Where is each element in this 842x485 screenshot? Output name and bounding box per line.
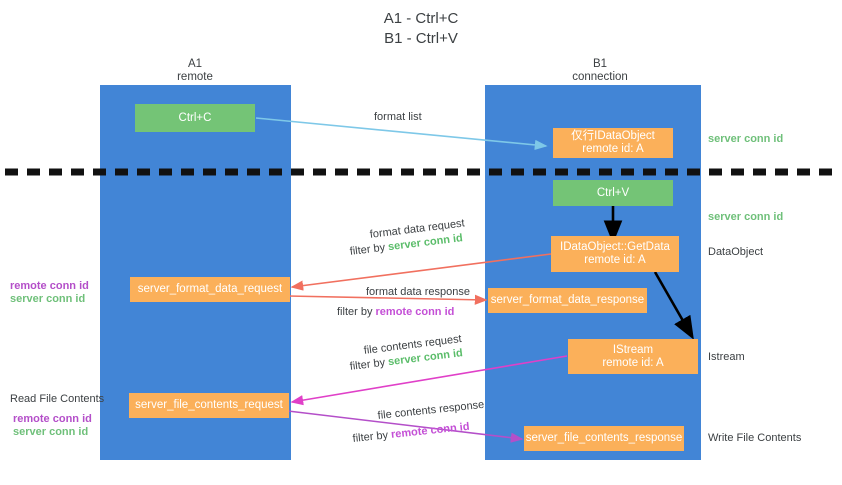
right-label-write-file-contents: Write File Contents (708, 432, 802, 444)
edge-label-format-list: format list (374, 111, 422, 123)
box-idataobject-getdata[interactable]: IDataObject::GetData remote id: A (551, 236, 679, 272)
left-label-remote-conn-id-2: remote conn id (13, 413, 92, 425)
box-ctrl-v[interactable]: Ctrl+V (553, 180, 673, 206)
box-server-file-contents-response[interactable]: server_file_contents_response (524, 426, 684, 451)
edge-label-format-data-response: format data response (366, 286, 470, 298)
page-title: A1 - Ctrl+C B1 - Ctrl+V (383, 10, 459, 47)
box-server-format-data-response[interactable]: server_format_data_response (488, 288, 647, 313)
box-idataobject-top[interactable]: 仅行IDataObject remote id: A (553, 128, 673, 158)
box-server-file-contents-request[interactable]: server_file_contents_request (129, 393, 289, 418)
column-header-a1-sub: remote (177, 71, 213, 83)
filter-prefix: filter by (337, 306, 376, 318)
right-label-server-conn-id-1: server conn id (708, 133, 784, 145)
filter-prefix: filter by (349, 241, 389, 258)
filter-value-remote-conn-id: remote conn id (390, 420, 471, 441)
filter-prefix: filter by (349, 356, 389, 373)
left-label-remote-conn-id-1: remote conn id (10, 280, 89, 292)
edge-label-file-contents-response-filter: filter by remote conn id (352, 420, 470, 446)
right-label-istream: Istream (708, 351, 745, 363)
left-label-server-conn-id-1: server conn id (10, 293, 86, 305)
left-label-server-conn-id-2: server conn id (13, 426, 89, 438)
filter-value-remote-conn-id: remote conn id (375, 306, 455, 318)
column-header-b1-text: B1 (592, 58, 608, 70)
column-header-b1-sub: connection (572, 71, 628, 83)
right-label-server-conn-id-2: server conn id (708, 211, 784, 223)
box-istream[interactable]: IStream remote id: A (568, 339, 698, 374)
filter-prefix: filter by (352, 428, 392, 445)
left-label-read-file-contents: Read File Contents (10, 393, 105, 405)
box-server-format-data-request[interactable]: server_format_data_request (130, 277, 290, 302)
column-header-a1-text: A1 (187, 58, 203, 70)
right-label-dataobject: DataObject (708, 246, 764, 258)
box-ctrl-c[interactable]: Ctrl+C (135, 104, 255, 132)
edge-label-format-data-response-filter: filter by remote conn id (337, 305, 454, 319)
